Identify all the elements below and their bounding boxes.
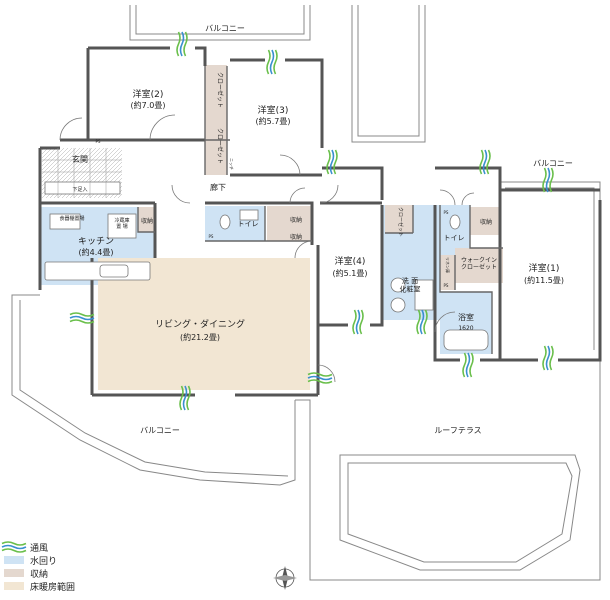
ps-label-1: PS bbox=[96, 139, 101, 144]
washbasin-1 bbox=[390, 277, 406, 293]
washing-machine bbox=[414, 279, 434, 311]
toilet2-label: トイレ bbox=[444, 234, 465, 242]
western2-size: (約7.0畳) bbox=[131, 100, 166, 110]
wind-marker-11 bbox=[462, 352, 474, 378]
wind-marker-1 bbox=[176, 31, 188, 57]
multiline-labels: 冷蔵庫置 場 洗 面化粧室 ウォークインクローゼット bbox=[114, 217, 497, 293]
fridge-box bbox=[107, 213, 137, 239]
vertical-labels: クローゼット クローゼット クローゼット ニッチ リネン庫 bbox=[216, 72, 451, 273]
closet3-area bbox=[385, 205, 413, 233]
bathtub bbox=[443, 329, 489, 351]
linen-label: リネン庫 bbox=[445, 257, 451, 273]
balcony-right-label: バルコニー bbox=[533, 159, 573, 168]
storage1-label: 収納 bbox=[290, 216, 302, 224]
fixtures bbox=[44, 181, 489, 351]
balcony-bottom-label: バルコニー bbox=[140, 426, 180, 435]
linen-area bbox=[440, 255, 455, 290]
toilet2-bowl bbox=[449, 214, 461, 230]
entrance-label: 玄関 bbox=[72, 154, 88, 164]
kitchen-counter bbox=[44, 261, 151, 281]
legend-swatch-3 bbox=[4, 569, 24, 577]
balcony-top-label: バルコニー bbox=[205, 24, 245, 33]
legend-wind-icon bbox=[1, 541, 27, 553]
wind-marker-6 bbox=[69, 312, 95, 324]
washbasin-2 bbox=[390, 297, 406, 313]
bath-name: 浴室 bbox=[458, 312, 474, 322]
ps-label-3: PS bbox=[444, 283, 449, 288]
washroom-name: 洗 面化粧室 bbox=[400, 276, 421, 293]
living-size: (約21.2畳) bbox=[180, 332, 220, 342]
shoe-cabinet bbox=[44, 181, 121, 195]
bath-size: 1620 bbox=[458, 325, 473, 332]
ps-label-4: PS bbox=[444, 210, 449, 215]
western4-size: (約5.1畳) bbox=[333, 268, 368, 278]
room-labels: バルコニー 洋室(2) (約7.0畳) 洋室(3) (約5.7畳) 玄関 下足入… bbox=[59, 24, 572, 435]
walkin-area bbox=[455, 248, 503, 283]
legend-swatch-2 bbox=[4, 556, 24, 564]
roof-terrace-label: ルーフテラス bbox=[434, 426, 481, 435]
entrance-tiles bbox=[42, 148, 122, 198]
storage-k-label: 収納 bbox=[141, 217, 153, 225]
storage-k-area bbox=[138, 207, 155, 232]
kitchen-sink bbox=[99, 264, 129, 278]
living-name: リビング・ダイニング bbox=[155, 318, 245, 330]
toilet2-area bbox=[440, 205, 470, 255]
storage3-label: 収納 bbox=[290, 233, 302, 241]
wind-marker-10 bbox=[416, 309, 428, 335]
wind-markers bbox=[69, 31, 554, 411]
shoes-label: 下足入 bbox=[72, 187, 87, 193]
wind-marker-8 bbox=[307, 372, 333, 384]
toilet1-sink bbox=[239, 209, 259, 221]
walkin-label: ウォークインクローゼット bbox=[461, 256, 497, 271]
fridge-label: 冷蔵庫置 場 bbox=[114, 217, 129, 230]
ps-label-2: PS bbox=[209, 234, 214, 239]
wind-marker-9 bbox=[352, 309, 364, 335]
western4-name: 洋室(4) bbox=[335, 255, 366, 267]
kitchen-size: (約4.4畳) bbox=[79, 247, 114, 257]
hallway-label: 廊下 bbox=[210, 182, 226, 192]
partitions bbox=[137, 66, 503, 354]
closet2-label: クローゼット bbox=[216, 128, 224, 164]
wind-marker-4 bbox=[479, 149, 491, 175]
closet1-area bbox=[205, 65, 227, 175]
storage1-area bbox=[267, 206, 312, 241]
compass-icon bbox=[273, 566, 297, 590]
wind-marker-2 bbox=[266, 49, 278, 75]
western1-name: 洋室(1) bbox=[529, 262, 560, 274]
cooktop bbox=[49, 213, 81, 230]
legend-swatch-4 bbox=[4, 582, 24, 590]
legend-label-3: 収納 bbox=[30, 568, 48, 580]
closet1-label: クローゼット bbox=[216, 72, 224, 108]
outdoor-outlines bbox=[11, 5, 601, 581]
storage4-label: 収納 bbox=[480, 218, 492, 226]
western2-name: 洋室(2) bbox=[133, 88, 164, 100]
toilet1-label: トイレ bbox=[238, 220, 259, 228]
toilet1-bowl bbox=[219, 214, 231, 230]
niche-label: ニッチ bbox=[229, 158, 234, 170]
kitchen-name: キッチン bbox=[78, 236, 114, 247]
doors bbox=[59, 114, 475, 383]
legend-label-1: 通風 bbox=[30, 543, 48, 554]
legend-label-4: 床暖房範囲 bbox=[30, 581, 75, 593]
walls bbox=[38, 46, 602, 397]
wind-marker-3 bbox=[326, 149, 338, 175]
legend-label-2: 水回り bbox=[30, 555, 57, 567]
western1-size: (約11.5畳) bbox=[524, 275, 564, 285]
closet3-label: クローゼット bbox=[397, 207, 404, 237]
wind-marker-7 bbox=[179, 385, 191, 411]
western3-size: (約5.7畳) bbox=[256, 116, 291, 126]
wind-marker-5 bbox=[542, 167, 554, 193]
wind-marker-12 bbox=[542, 345, 554, 371]
storage4-area bbox=[470, 207, 500, 235]
western3-name: 洋室(3) bbox=[258, 104, 289, 116]
living-extra-fill bbox=[150, 258, 310, 298]
dish-label: 食器棚置場 bbox=[59, 215, 84, 222]
